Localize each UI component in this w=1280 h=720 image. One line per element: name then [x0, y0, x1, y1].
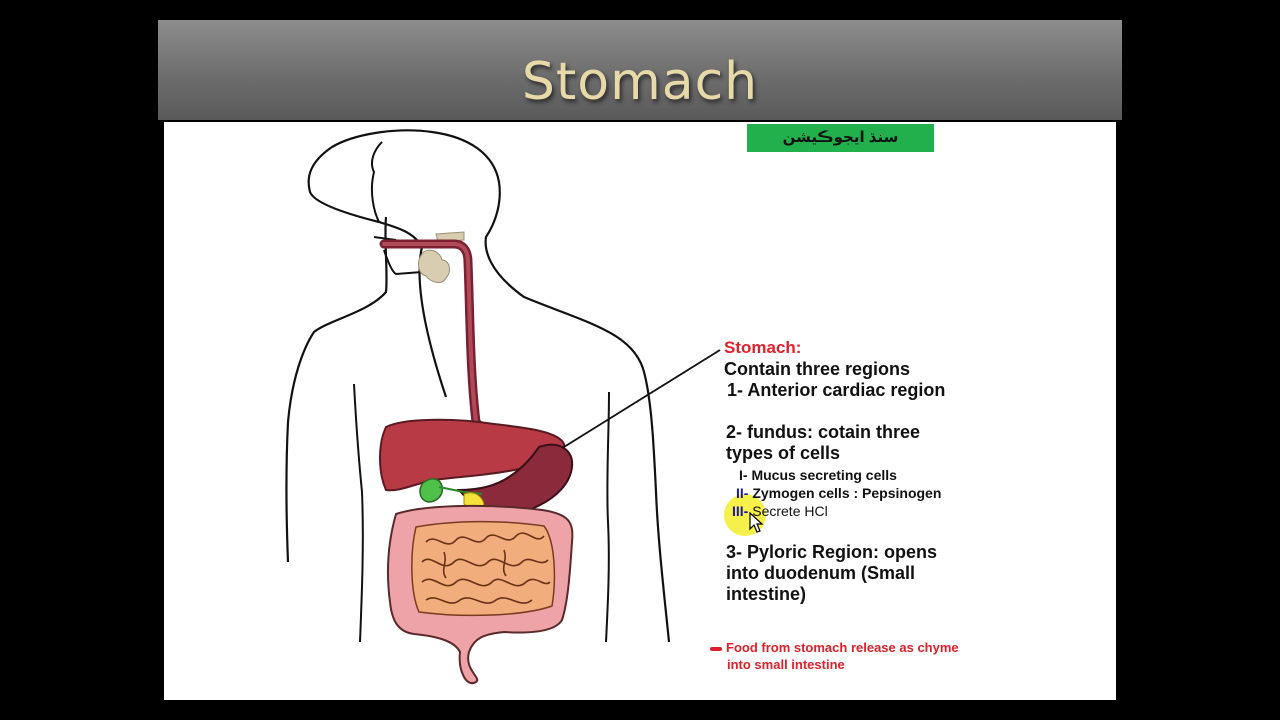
region-3-text-line1: 3- Pyloric Region: opens [726, 542, 938, 562]
cell-type-2-text: II- Zymogen cells : Pepsinogen [736, 485, 941, 501]
cell-type-3-number: III- [732, 503, 749, 519]
mouse-cursor-icon [749, 512, 764, 533]
stomach-pointer-line [563, 349, 721, 448]
cell-type-2-number: II- [736, 485, 749, 501]
notes-intro: Contain three regions [724, 359, 911, 379]
notes-heading: Stomach: [724, 338, 802, 357]
right-arm-outline [605, 391, 610, 643]
region-3-text-line2: into duodenum (Small [726, 563, 915, 583]
chin-outline [383, 249, 423, 276]
head-outline [370, 141, 383, 223]
body-outline-left [285, 216, 388, 563]
red-bullet-icon [710, 646, 722, 651]
esophagus-inner [382, 242, 478, 424]
food-note-line2: into small intestine [727, 657, 845, 672]
cell-type-3-label: Secrete HCl [752, 503, 828, 519]
salivary-gland [418, 249, 450, 283]
sindh-education-badge: سنڌ ايجوڪيشن [747, 124, 934, 152]
small-intestine [411, 520, 556, 617]
food-note-text-line1: Food from stomach release as chyme [726, 640, 959, 655]
title-bar: Stomach [158, 20, 1122, 120]
gallbladder [419, 478, 444, 503]
region-2-text-line2: types of cells [726, 443, 841, 463]
slide-content: سنڌ ايجوڪيشن Stomach: Contain three regi… [164, 122, 1116, 700]
cell-type-3-text: III- Secrete HCl [732, 503, 828, 519]
slide-title: Stomach [521, 52, 759, 112]
body-outline [307, 129, 671, 643]
left-arm-outline [353, 383, 364, 643]
region-1-text: 1- Anterior cardiac region [727, 380, 946, 400]
cell-type-1-text: I- Mucus secreting cells [739, 467, 897, 483]
bile-duct [438, 486, 483, 495]
digestive-system-diagram [285, 129, 721, 685]
region-2-text-line1: 2- fundus: cotain three [726, 422, 921, 442]
food-note-line1: Food from stomach release as chyme [710, 640, 959, 655]
small-intestine-coils [421, 532, 551, 604]
region-3-text-line3: intestine) [726, 584, 807, 604]
cell-type-2-label: Zymogen cells : Pepsinogen [752, 485, 942, 501]
